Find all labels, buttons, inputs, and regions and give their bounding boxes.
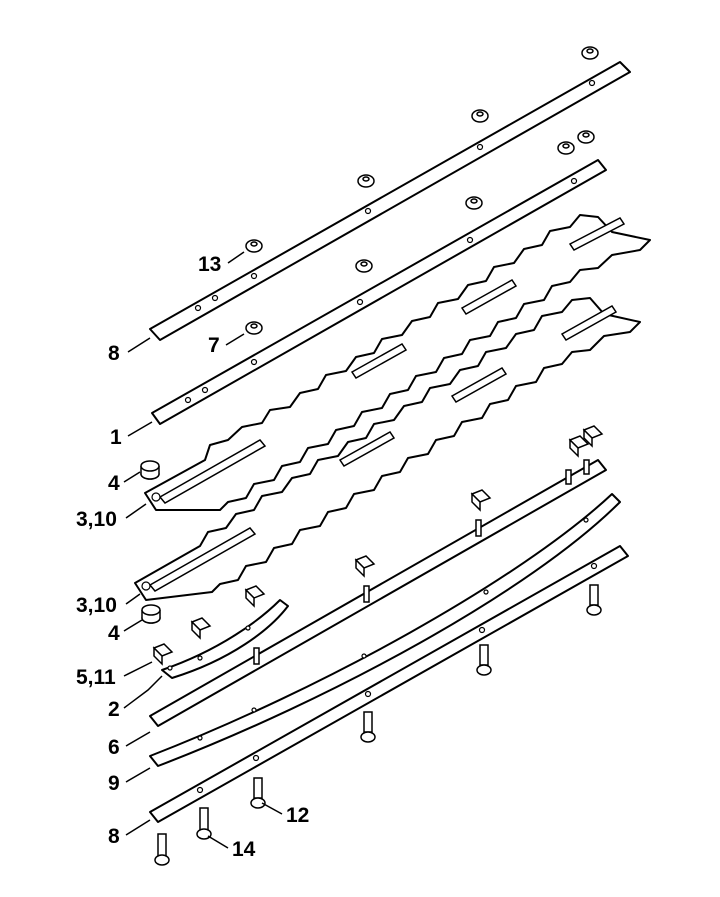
nut-icon: [245, 239, 263, 253]
screw-icon: [586, 584, 602, 616]
callout-13: 13: [198, 253, 221, 276]
leader-lines: [123, 251, 283, 849]
nut-icon: [355, 259, 373, 273]
callout-2: 2: [108, 698, 120, 721]
nut-icon: [357, 174, 375, 188]
nut-icon: [465, 196, 483, 210]
slider-block-icon: [582, 425, 604, 448]
callout-12: 12: [286, 804, 309, 827]
part-13-nuts: [245, 46, 599, 253]
callout-5-11: 5,11: [76, 666, 116, 689]
slider-block-icon: [152, 643, 174, 666]
nut-icon: [557, 141, 575, 155]
slider-block-icon: [244, 585, 266, 608]
part-3-10-upper-blade: [144, 214, 651, 511]
callout-4-bottom: 4: [108, 622, 120, 645]
screw-icon: [476, 644, 492, 676]
part-4-top-bushing: [140, 460, 160, 480]
screw-icon: [154, 833, 170, 866]
slider-block-icon: [354, 555, 376, 578]
part-1-strip: [151, 159, 607, 425]
part-3-10-lower-blade: [134, 297, 641, 601]
slider-block-icon: [190, 617, 212, 640]
callout-3-10-top: 3,10: [76, 508, 117, 531]
part-5-11-slider-blocks: [152, 425, 604, 666]
callout-8-top: 8: [108, 342, 120, 365]
callout-14: 14: [232, 838, 256, 861]
callout-8-bottom: 8: [108, 825, 120, 848]
nut-icon: [577, 130, 595, 144]
part-6-long-rail: [149, 459, 607, 727]
callout-3-10-bottom: 3,10: [76, 594, 117, 617]
part-2-short-rail: [161, 599, 289, 679]
part-4-bottom-bushing: [141, 604, 161, 624]
callout-6: 6: [108, 736, 120, 759]
callout-7: 7: [208, 334, 220, 357]
screw-icon: [360, 711, 376, 743]
nut-icon: [245, 321, 263, 335]
part-7-nuts: [245, 130, 595, 335]
part-8-top-strip: [149, 61, 631, 341]
screw-icon: [250, 777, 266, 809]
callout-4-top: 4: [108, 472, 120, 495]
callout-1: 1: [110, 426, 122, 449]
slider-block-icon: [470, 489, 492, 512]
nut-icon: [581, 46, 599, 60]
slider-block-icon: [568, 435, 590, 458]
nut-icon: [471, 109, 489, 123]
callout-9: 9: [108, 772, 120, 795]
callouts: 13 8 7 1 4 3,10 3,10 4 5,11 2 6 9 8 12 1…: [76, 253, 309, 861]
part-9-curved-rail: [149, 493, 621, 767]
part-12-14-screws: [154, 584, 602, 866]
part-8-bottom-strip: [149, 545, 629, 823]
screw-icon: [196, 807, 212, 840]
